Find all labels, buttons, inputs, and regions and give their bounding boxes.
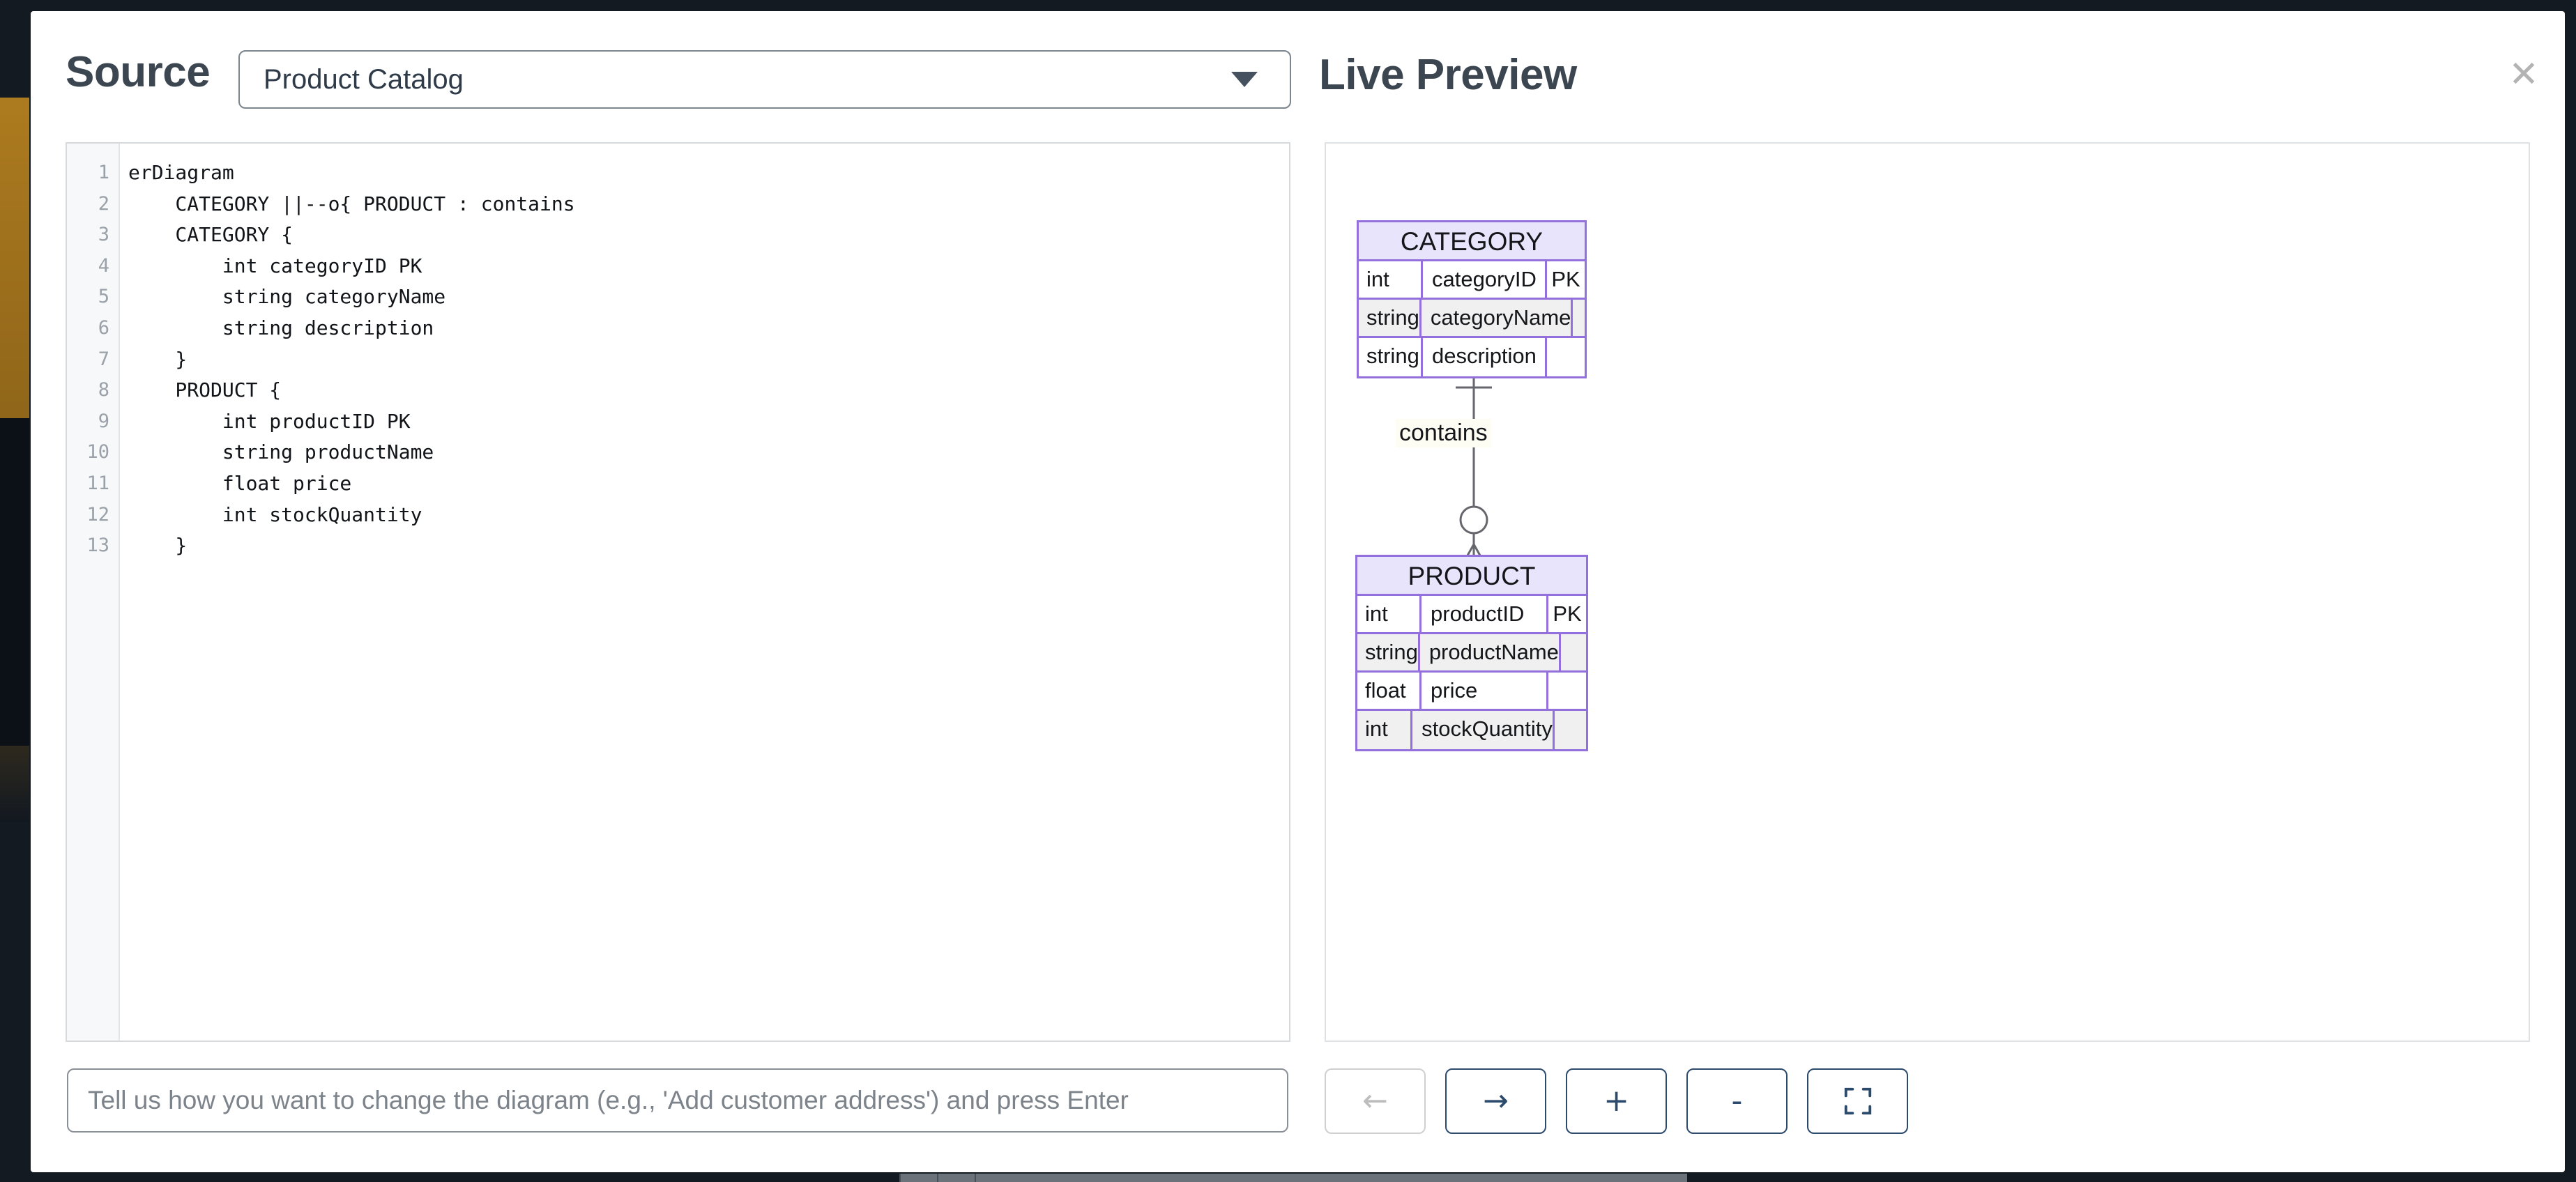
- redo-button[interactable]: →: [1445, 1068, 1546, 1134]
- editor-code-line: int stockQuantity: [128, 502, 422, 526]
- editor-code-line: string categoryName: [128, 285, 446, 309]
- editor-line-number: 7: [98, 348, 109, 370]
- chevron-down-icon: [1231, 72, 1258, 87]
- partial-toolbar-segment: [899, 1174, 937, 1182]
- attribute-name: description: [1423, 338, 1547, 376]
- attribute-type: string: [1359, 338, 1423, 376]
- entity-title: PRODUCT: [1357, 557, 1586, 596]
- editor-code-line: CATEGORY {: [128, 223, 294, 247]
- zoom-in-button[interactable]: +: [1566, 1068, 1667, 1134]
- undo-button: ←: [1325, 1068, 1426, 1134]
- editor-code-line: int productID PK: [128, 409, 411, 433]
- editor-line-number: 2: [98, 192, 109, 215]
- attribute-key: [1561, 634, 1586, 670]
- source-panel-title: Source: [66, 48, 211, 96]
- plus-icon: +: [1603, 1083, 1629, 1119]
- attribute-name: categoryName: [1422, 300, 1573, 336]
- relationship-label: contains: [1396, 419, 1491, 447]
- editor-line-number: 5: [98, 286, 109, 308]
- attribute-key: [1573, 300, 1585, 336]
- editor-line-number: 10: [86, 441, 109, 463]
- editor-line-number: 3: [98, 224, 109, 246]
- editor-line-number: 1: [98, 162, 109, 183]
- editor-code-line: erDiagram: [128, 161, 234, 184]
- fullscreen-icon: [1844, 1087, 1871, 1115]
- editor-line-number: 8: [98, 379, 109, 401]
- attribute-name: productName: [1420, 634, 1561, 670]
- attribute-key: PK: [1551, 267, 1580, 291]
- attribute-type: int: [1357, 711, 1413, 749]
- live-preview-title: Live Preview: [1319, 51, 1577, 99]
- diagram-select[interactable]: Product Catalog: [238, 50, 1291, 109]
- entity-title: CATEGORY: [1359, 222, 1585, 261]
- attribute-name: categoryID: [1423, 261, 1547, 298]
- minus-icon: -: [1731, 1083, 1743, 1119]
- relationship-connector: [1456, 360, 1492, 574]
- editor-line-number: 11: [86, 472, 109, 494]
- attribute-key: [1548, 673, 1586, 709]
- attribute-type: int: [1357, 596, 1422, 632]
- modal-header: Source Product Catalog Live Preview ✕: [31, 11, 2565, 116]
- partial-toolbar: [899, 1174, 1687, 1182]
- page-bottom-partial: [0, 1174, 2576, 1182]
- attribute-key: [1547, 338, 1585, 376]
- editor-code-line: CATEGORY ||--o{ PRODUCT : contains: [128, 192, 575, 215]
- editor-code-line: float price: [128, 471, 352, 495]
- zoom-out-button[interactable]: -: [1686, 1068, 1788, 1134]
- attribute-type: string: [1357, 634, 1420, 670]
- close-icon[interactable]: ✕: [2508, 54, 2539, 95]
- editor-line-number: 13: [86, 535, 109, 557]
- editor-line-number: 4: [98, 254, 109, 277]
- editor-line-number: 9: [98, 410, 109, 432]
- arrow-right-icon: →: [1483, 1083, 1509, 1119]
- editor-code-area[interactable]: erDiagram CATEGORY ||--o{ PRODUCT : cont…: [120, 144, 1289, 1041]
- diagram-prompt-input[interactable]: [67, 1068, 1288, 1133]
- editor-code-line: int categoryID PK: [128, 254, 422, 277]
- diagram-select-value: Product Catalog: [264, 63, 464, 95]
- attribute-name: price: [1422, 673, 1548, 709]
- editor-line-number: 6: [98, 316, 109, 339]
- backdrop-accent-shadow: [0, 418, 29, 746]
- editor-code-line: }: [128, 534, 188, 558]
- editor-line-number: 12: [86, 503, 109, 525]
- attribute-type: int: [1359, 261, 1423, 298]
- partial-toolbar-segment: [937, 1174, 975, 1182]
- attribute-name: stockQuantity: [1412, 711, 1555, 749]
- preview-toolbar: ← → + -: [1325, 1068, 1908, 1134]
- fit-screen-button[interactable]: [1807, 1068, 1908, 1134]
- attribute-type: float: [1357, 673, 1422, 709]
- attribute-key: PK: [1553, 601, 1582, 626]
- editor-code-line: string productName: [128, 440, 434, 464]
- attribute-key: [1555, 711, 1586, 749]
- arrow-left-icon: ←: [1362, 1083, 1388, 1119]
- editor-code-line: PRODUCT {: [128, 378, 282, 402]
- attribute-name: productID: [1422, 596, 1548, 632]
- editor-code-line: string description: [128, 316, 434, 339]
- attribute-type: string: [1359, 300, 1422, 336]
- editor-code-line: }: [128, 347, 188, 371]
- partial-toolbar-segment: [975, 1174, 1012, 1182]
